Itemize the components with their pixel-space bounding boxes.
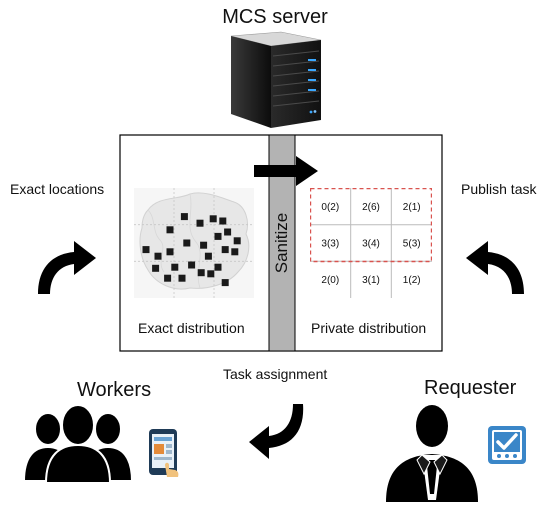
location-point: [166, 226, 174, 234]
location-point: [178, 274, 186, 282]
server-icon: [230, 31, 322, 128]
location-point: [180, 213, 188, 221]
exact-distribution-caption: Exact distribution: [138, 320, 245, 336]
location-point: [183, 239, 191, 247]
location-point: [209, 215, 217, 223]
location-point: [214, 232, 222, 240]
location-point: [207, 270, 215, 278]
location-point: [221, 279, 229, 287]
location-point: [231, 248, 239, 256]
location-point: [142, 246, 150, 254]
grid-cell-label: 3(4): [362, 239, 380, 250]
location-point: [200, 241, 208, 249]
exact-locations-label: Exact locations: [10, 181, 105, 197]
server-title: MCS server: [222, 6, 328, 28]
location-point: [164, 274, 172, 282]
location-point: [221, 246, 229, 254]
location-point: [197, 269, 205, 277]
workers-label: Workers: [77, 379, 152, 401]
sanitize-label: Sanitize: [272, 212, 291, 274]
grid-cell-label: 2(0): [321, 275, 339, 286]
task-assignment-label: Task assignment: [223, 366, 328, 382]
location-point: [233, 237, 241, 245]
dashed-region-outline: [310, 188, 432, 263]
phone-icon: [149, 429, 179, 477]
private-distribution-grid: 0(2) 2(6) 2(1) 3(3) 3(4) 5(3) 2(0) 3(1) 1(2): [310, 188, 432, 298]
grid-cell-label: 2(6): [362, 202, 380, 213]
upload-curved-arrow-icon: [38, 241, 96, 294]
publish-curved-arrow-icon: [466, 241, 524, 294]
location-point: [188, 261, 196, 269]
right-arrow-icon: [254, 156, 318, 186]
grid-cell-label: 3(1): [362, 275, 380, 286]
workers-group-icon: [22, 404, 134, 483]
requester-icon: [386, 405, 478, 502]
grid-cell-label: 1(2): [403, 275, 421, 286]
requester-label: Requester: [424, 377, 517, 399]
location-point: [152, 264, 160, 272]
location-point: [171, 263, 179, 271]
location-point: [196, 219, 204, 227]
exact-distribution-map: [134, 188, 254, 298]
location-point: [154, 252, 162, 260]
location-point: [219, 217, 227, 225]
location-point: [166, 248, 174, 256]
grid-cell-label: 3(3): [321, 239, 339, 250]
publish-task-label: Publish task: [461, 181, 537, 197]
task-check-icon: [488, 426, 526, 464]
assignment-curved-arrow-icon: [249, 404, 304, 459]
location-point: [224, 228, 232, 236]
grid-cell-label: 0(2): [321, 202, 339, 213]
location-point: [204, 252, 212, 260]
grid-cell-label: 2(1): [403, 202, 421, 213]
private-distribution-caption: Private distribution: [311, 320, 427, 336]
grid-cell-label: 5(3): [403, 239, 421, 250]
location-point: [214, 263, 222, 271]
